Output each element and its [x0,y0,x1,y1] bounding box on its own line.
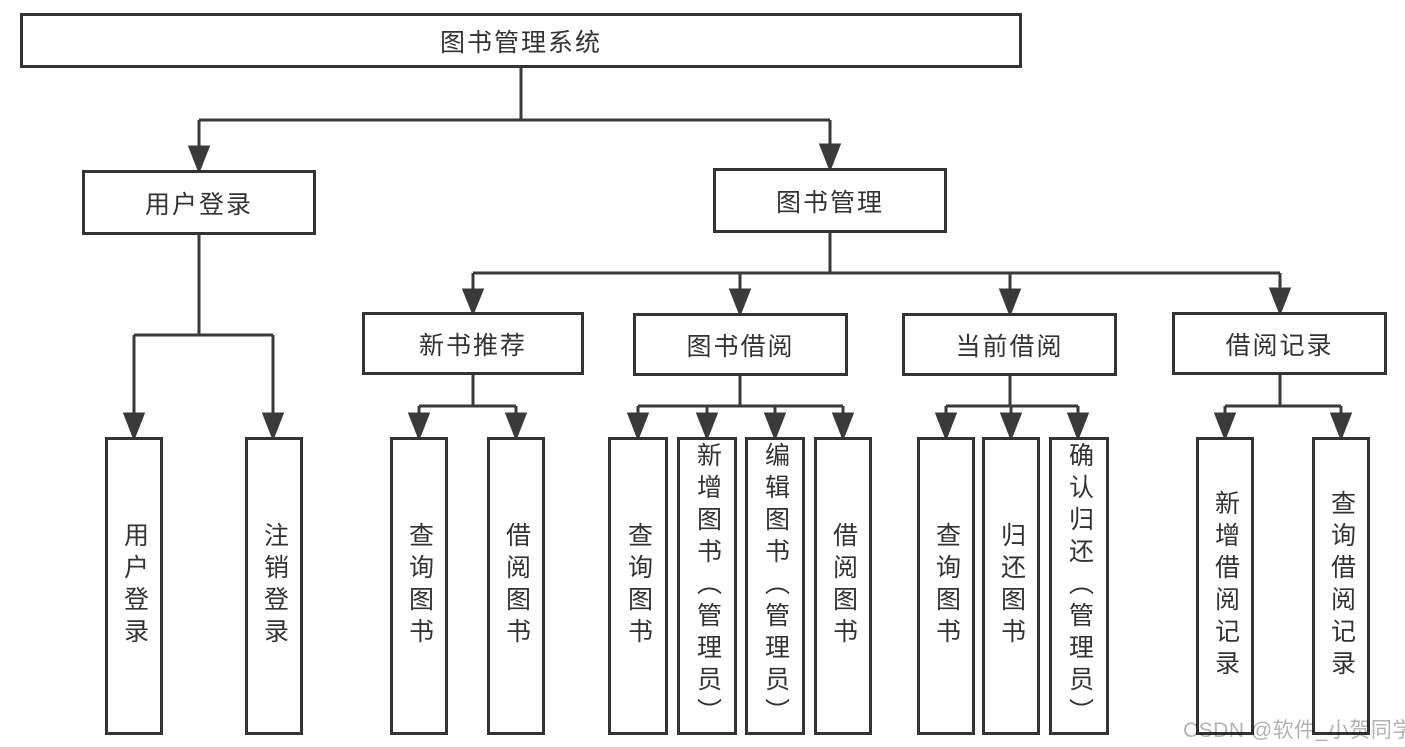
node-book-borrowing: 图书借阅 [633,313,848,376]
arrow-down-icon [831,412,855,442]
arrow-down-icon [407,412,431,442]
leaf-query-books-3: 查询图书 [917,437,975,735]
node-new-book-recommendation: 新书推荐 [362,312,584,375]
arrow-down-icon [1213,412,1237,442]
node-book-management: 图书管理 [713,168,947,233]
leaf-add-book-admin: 新增图书（管理员） [677,437,737,735]
arrow-down-icon [934,412,958,442]
arrow-down-icon [504,412,528,442]
leaf-return-books: 归还图书 [982,437,1040,735]
arrow-down-icon [728,288,752,318]
node-borrow-records: 借阅记录 [1172,312,1387,375]
arrow-down-icon [1066,412,1090,442]
node-library-management-system: 图书管理系统 [20,13,1022,68]
leaf-query-borrow-record: 查询借阅记录 [1312,437,1370,735]
leaf-borrow-books-2: 借阅图书 [814,437,872,735]
csdn-watermark: CSDN @软件_小贺同学 [1183,719,1405,742]
arrow-down-icon [187,145,211,175]
arrow-down-icon [261,412,285,442]
leaf-query-books-2: 查询图书 [608,437,668,735]
leaf-logout: 注销登录 [245,437,303,735]
arrow-down-icon [461,288,485,316]
connector-book-management-children [461,233,1292,318]
arrow-down-icon [1268,287,1292,317]
leaf-edit-book-admin: 编辑图书（管理员） [745,437,805,735]
node-current-borrowing: 当前借阅 [902,313,1117,376]
arrow-down-icon [122,412,146,442]
connector-borrow-records-children [1213,375,1353,442]
leaf-query-books-1: 查询图书 [390,437,448,735]
arrow-down-icon [626,412,650,442]
connector-book-borrowing-children [626,376,855,442]
arrow-down-icon [695,412,719,442]
arrow-down-icon [999,412,1023,442]
connector-root-to-level2 [187,68,842,175]
arrow-down-icon [998,288,1022,318]
connector-current-borrowing-children [934,376,1090,442]
arrow-down-icon [818,143,842,173]
connector-new-books-children [407,375,528,442]
leaf-user-login: 用户登录 [105,437,163,735]
leaf-borrow-books-1: 借阅图书 [487,437,545,735]
arrow-down-icon [1329,412,1353,442]
connector-user-login-children [122,235,285,442]
leaf-add-borrow-record: 新增借阅记录 [1196,437,1254,735]
node-user-login: 用户登录 [82,170,316,235]
leaf-confirm-return-admin: 确认归还（管理员） [1049,437,1109,735]
arrow-down-icon [763,412,787,442]
